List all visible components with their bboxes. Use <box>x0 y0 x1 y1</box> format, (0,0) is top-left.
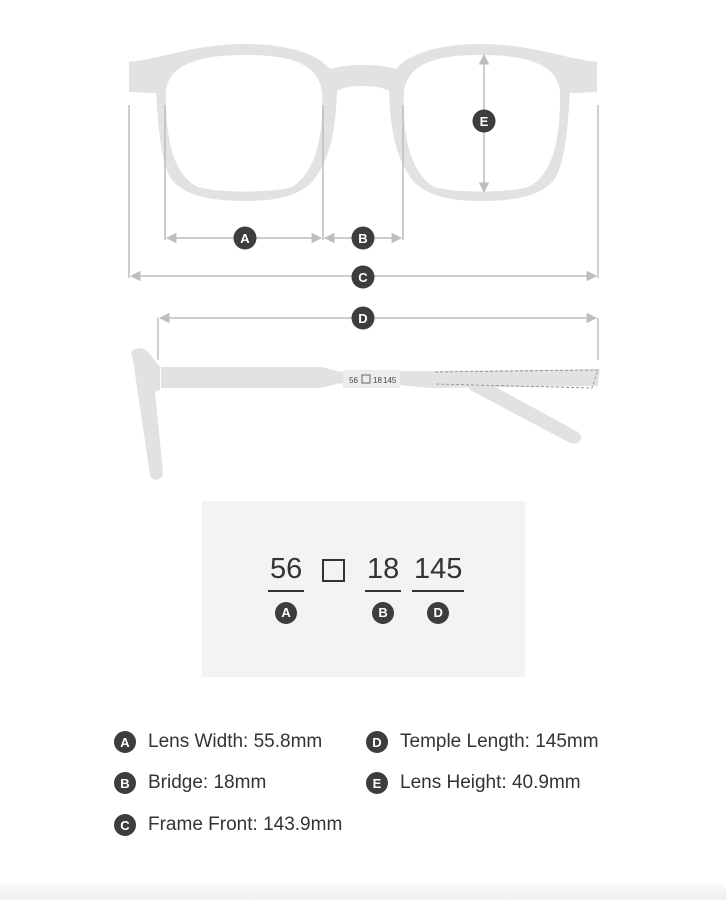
size-lens-marker: A <box>275 601 298 624</box>
size-panel: 56 A 18 B 145 D <box>202 501 525 677</box>
size-bridge-value: 18 <box>365 553 402 592</box>
temple-print-lens: 56 <box>349 376 358 385</box>
legend-marker: A <box>114 731 136 753</box>
legend-lens-height: E Lens Height: 40.9mm <box>366 772 581 794</box>
legend-temple-length: D Temple Length: 145mm <box>366 731 599 753</box>
svg-text:D: D <box>358 311 367 326</box>
size-lens-value: 56 <box>268 553 305 592</box>
legend-marker: E <box>366 772 388 794</box>
legend-label: Bridge: 18mm <box>148 772 267 793</box>
marker-e: E <box>472 109 496 133</box>
legend-lens-width: A Lens Width: 55.8mm <box>114 731 322 753</box>
svg-text:A: A <box>240 231 250 246</box>
temple-print-temple: 145 <box>383 376 397 385</box>
temple-print-bridge: 18 <box>373 376 382 385</box>
size-bridge-marker: B <box>372 601 395 624</box>
hinge-front <box>131 348 164 480</box>
legend-marker: D <box>366 731 388 753</box>
frame-front <box>129 44 597 201</box>
legend-marker: B <box>114 772 136 794</box>
temple-tip <box>465 381 582 444</box>
marker-b: B <box>351 226 375 250</box>
legend-bridge: B Bridge: 18mm <box>114 772 266 794</box>
temple-print: 56 18 145 <box>349 374 397 385</box>
svg-text:E: E <box>480 114 489 129</box>
side-view <box>131 348 600 480</box>
size-temple-marker: D <box>427 601 450 624</box>
legend-label: Lens Width: 55.8mm <box>148 731 323 752</box>
size-bridge: 18 B <box>365 553 402 625</box>
svg-text:B: B <box>358 231 367 246</box>
marker-c: C <box>351 265 375 289</box>
size-temple: 145 D <box>412 553 465 625</box>
svg-text:C: C <box>358 270 368 285</box>
size-temple-value: 145 <box>412 553 465 592</box>
marker-d: D <box>351 306 375 330</box>
size-lens: 56 A <box>268 553 305 625</box>
legend-label: Frame Front: 143.9mm <box>148 814 343 835</box>
glasses-measurement-diagram: 56 18 145 A B C E D <box>128 44 600 480</box>
footer-strip <box>0 884 726 900</box>
legend-frame-front: C Frame Front: 143.9mm <box>114 814 342 836</box>
legend-marker: C <box>114 814 136 836</box>
legend-label: Lens Height: 40.9mm <box>400 772 581 793</box>
square-icon <box>322 559 345 582</box>
markers: A B C E D <box>233 109 496 330</box>
legend-label: Temple Length: 145mm <box>400 731 599 752</box>
marker-a: A <box>233 226 257 250</box>
